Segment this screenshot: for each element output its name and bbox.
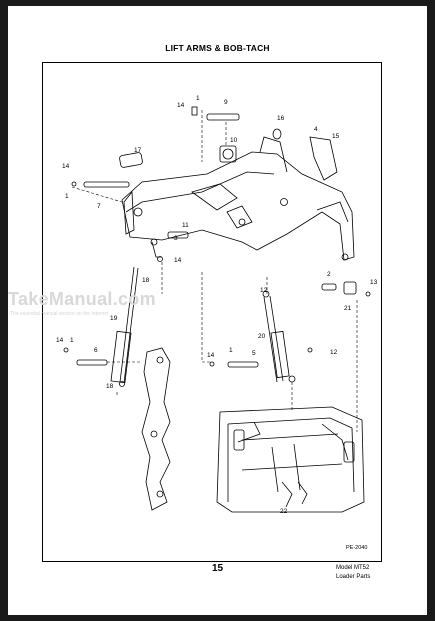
- callout-14e: 14: [207, 352, 215, 359]
- callout-14a: 14: [177, 102, 185, 109]
- callout-3: 3: [174, 235, 178, 242]
- callout-1b: 1: [65, 193, 69, 200]
- pin-parts-left: [63, 347, 259, 368]
- lift-arm-frame: [121, 136, 355, 261]
- callout-16: 16: [277, 115, 285, 122]
- callout-12b: 12: [330, 349, 338, 356]
- callout-1d: 1: [229, 347, 233, 354]
- tilt-cylinder: [262, 290, 313, 383]
- model-name: Model MT52: [336, 565, 370, 571]
- exploded-parts-diagram: 14 1 9 16 4 15 10 17 14 1 7 11 3 18 14 1…: [56, 95, 378, 515]
- callout-4: 4: [314, 126, 318, 133]
- callout-1c: 1: [70, 337, 74, 344]
- callout-19: 19: [110, 315, 118, 322]
- side-links: [141, 347, 171, 511]
- callout-15: 15: [332, 133, 340, 140]
- diagram-frame: [42, 62, 382, 562]
- callout-18a: 18: [142, 277, 150, 284]
- callout-labels: 14 1 9 16 4 15 10 17 14 1 7 11 3 18 14 1…: [56, 95, 378, 515]
- callout-1a: 1: [196, 95, 200, 102]
- top-small-parts: [71, 106, 338, 262]
- callout-14b: 14: [62, 163, 70, 170]
- right-small-parts: [321, 281, 371, 297]
- callout-21: 21: [344, 305, 352, 312]
- watermark-brand: TakeManual.com: [8, 289, 156, 309]
- callout-9: 9: [224, 99, 228, 106]
- page-title: LIFT ARMS & BOB-TACH: [165, 43, 270, 53]
- callout-13: 13: [370, 279, 378, 286]
- callout-2: 2: [327, 271, 331, 278]
- watermark-tagline: The essential manual service on the Inte…: [10, 311, 109, 317]
- lift-cylinder: [110, 266, 139, 387]
- callout-18b: 18: [106, 383, 114, 390]
- callout-17: 17: [134, 147, 142, 154]
- callout-6: 6: [94, 347, 98, 354]
- callout-11: 11: [182, 222, 189, 229]
- callout-7: 7: [97, 203, 101, 210]
- callout-20: 20: [258, 333, 266, 340]
- section-name: Loader Parts: [336, 574, 371, 580]
- callout-14d: 14: [56, 337, 64, 344]
- diagram-code: PE-2040: [346, 545, 368, 551]
- page-number: 15: [211, 563, 224, 574]
- bob-tach-frame: [216, 406, 365, 513]
- leader-lines: [71, 110, 358, 432]
- model-label: Model MT52 Loader Parts: [336, 564, 370, 582]
- callout-22: 22: [280, 508, 288, 515]
- callout-12a: 12: [260, 287, 268, 294]
- callout-14c: 14: [174, 257, 182, 264]
- callout-10: 10: [230, 137, 238, 144]
- callout-5: 5: [252, 350, 256, 357]
